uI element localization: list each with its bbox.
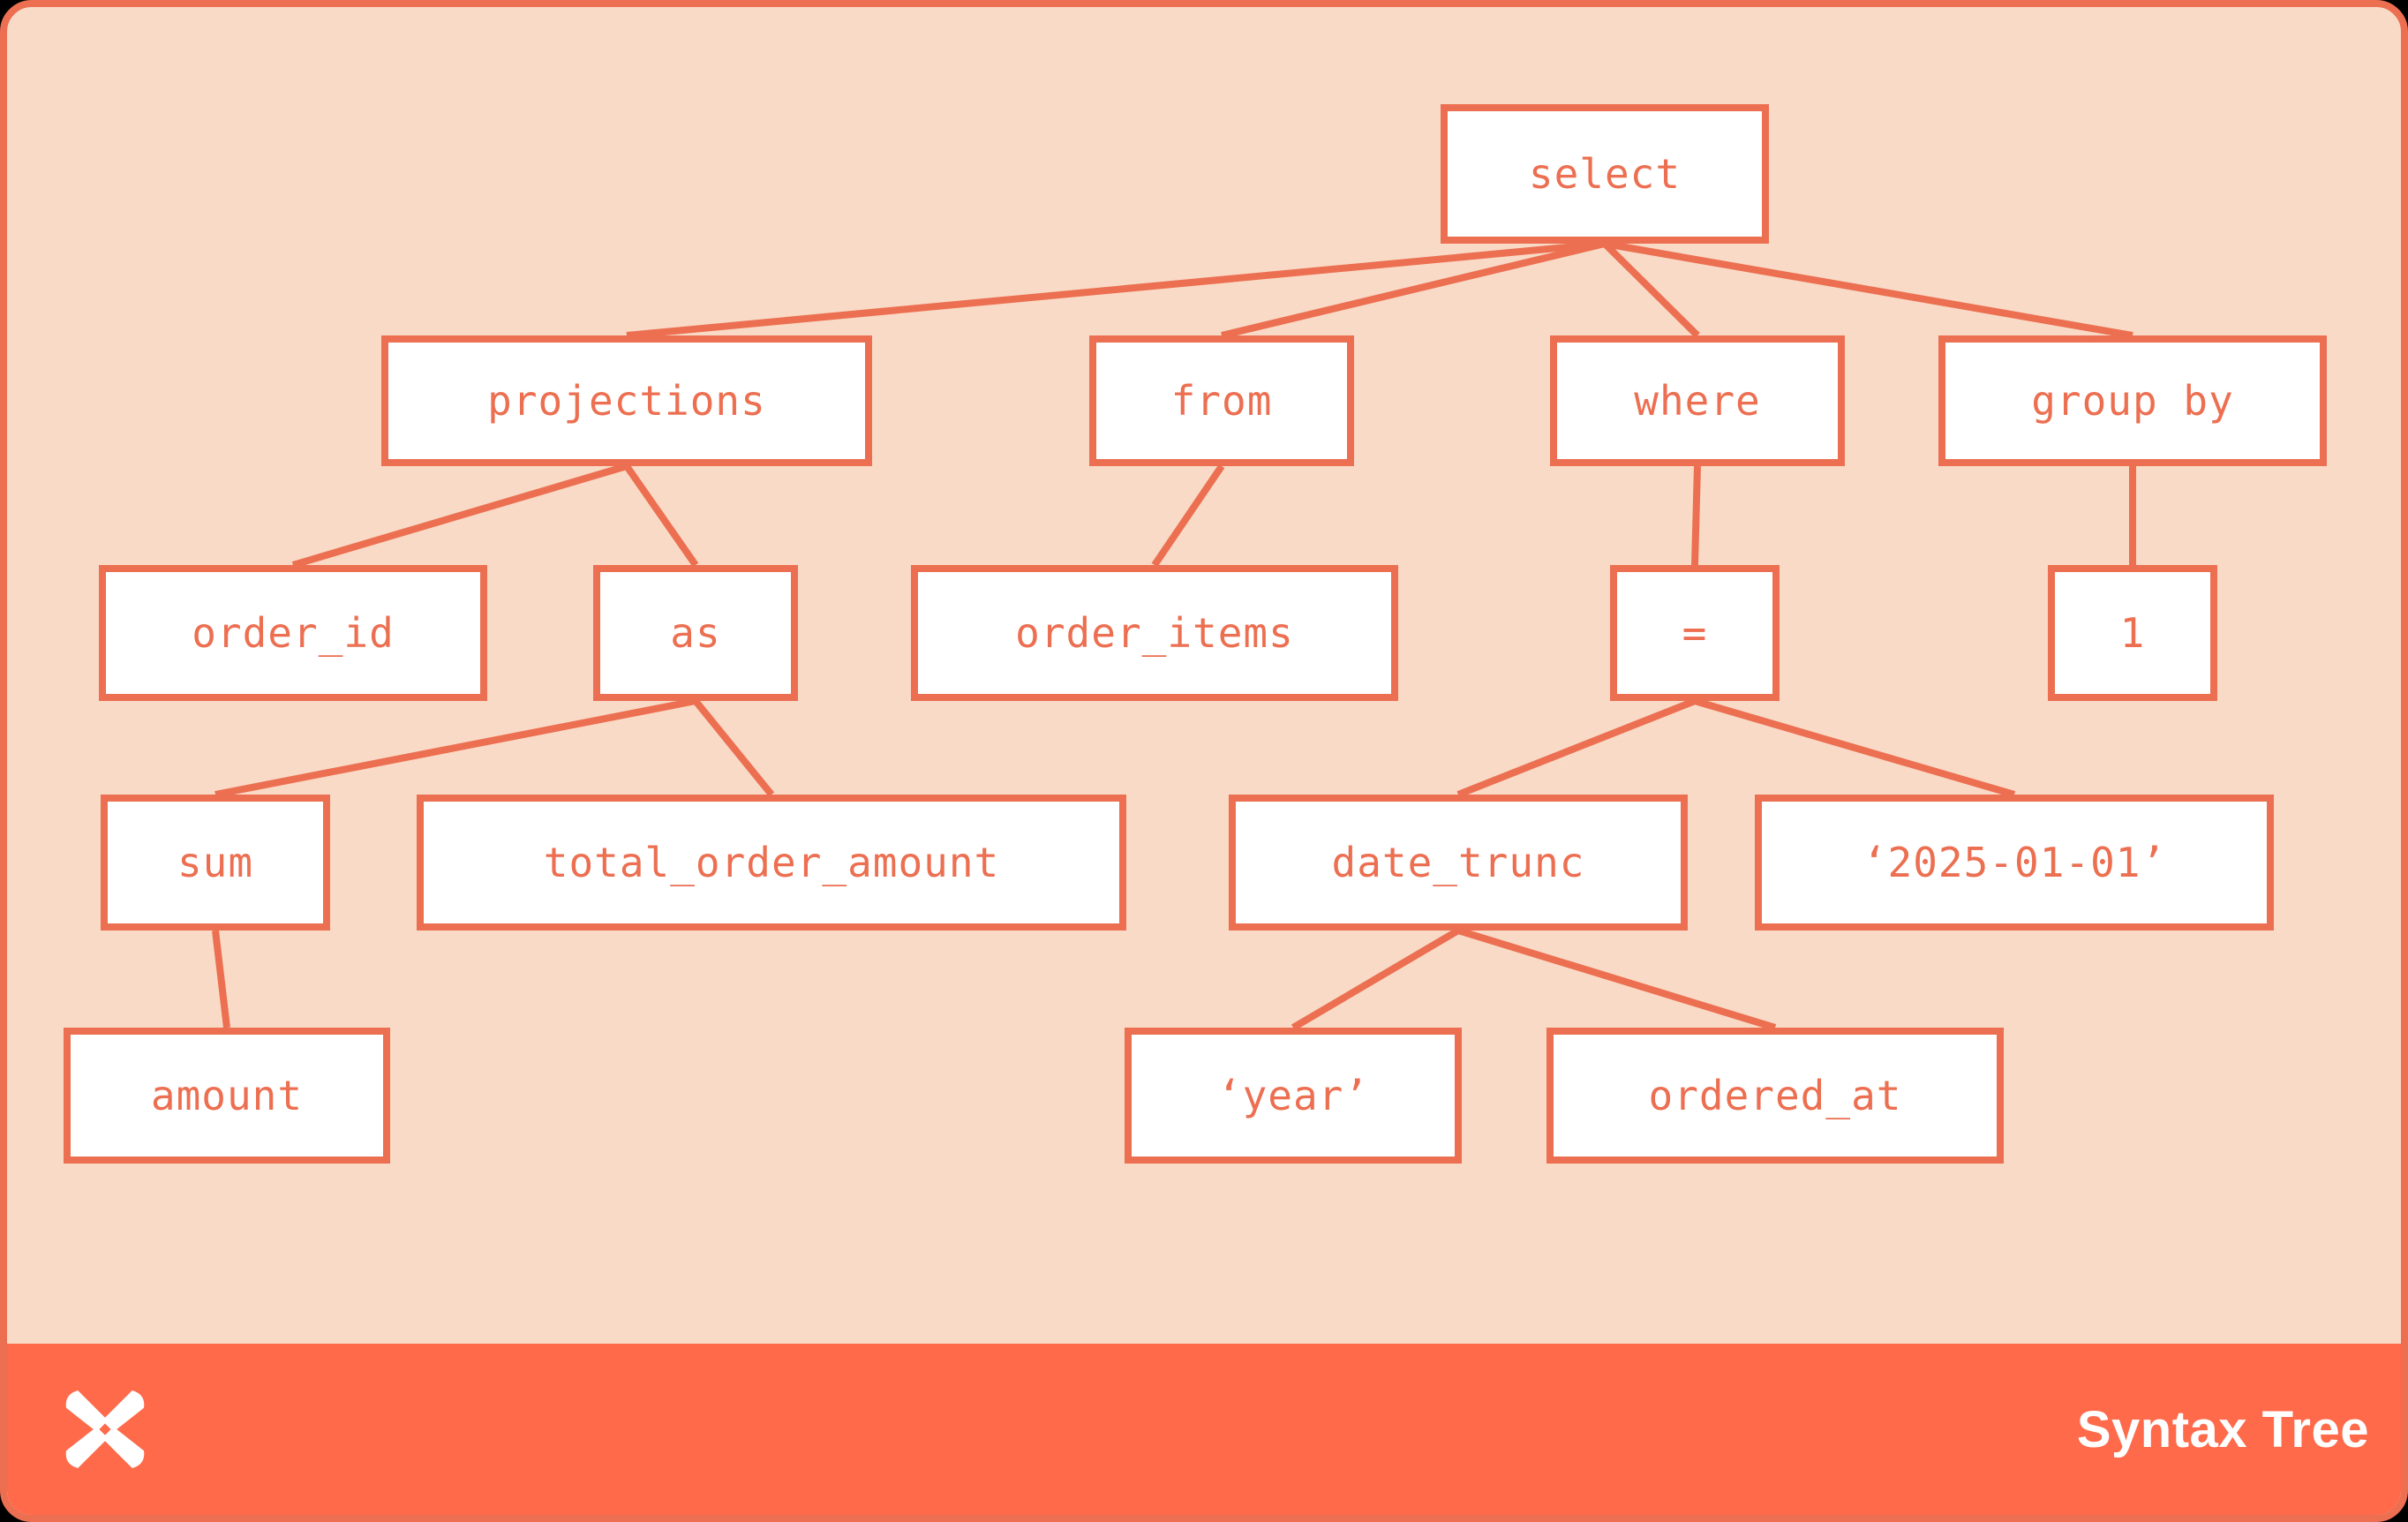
tree-node-select[interactable]: select	[1441, 104, 1769, 244]
tree-edge-eq-to-date_literal	[1693, 697, 2016, 798]
tree-node-group_by[interactable]: group by	[1938, 335, 2327, 466]
tree-edge-projections-to-order_id	[291, 463, 628, 569]
tree-node-sum[interactable]: sum	[101, 795, 330, 931]
tree-node-ordered_at[interactable]: ordered_at	[1546, 1028, 2004, 1164]
footer-bar: Syntax Tree	[7, 1344, 2401, 1515]
tree-node-label: =	[1682, 609, 1708, 657]
tree-node-label: group by	[2031, 377, 2234, 425]
syntax-tree-canvas: select projections from where group by order_…	[7, 7, 2401, 1358]
tree-node-label: amount	[150, 1072, 304, 1119]
x-star-logo-icon	[65, 1390, 145, 1468]
tree-node-label: ordered_at	[1648, 1072, 1902, 1119]
tree-node-label: order_id	[192, 609, 395, 657]
tree-edge-date_trunc-to-year_literal	[1291, 927, 1461, 1031]
tree-node-label: ‘year’	[1216, 1072, 1370, 1119]
tree-edge-eq-to-date_trunc	[1456, 697, 1697, 798]
tree-node-label: total_order_amount	[543, 839, 1000, 886]
tree-node-label: from	[1170, 377, 1273, 425]
tree-edge-as-to-total_order_amount	[692, 698, 775, 797]
tree-edge-sum-to-amount	[212, 930, 230, 1028]
tree-node-year_literal[interactable]: ‘year’	[1125, 1028, 1462, 1164]
tree-node-label: sum	[177, 839, 254, 886]
tree-node-where[interactable]: where	[1550, 335, 1845, 466]
tree-node-projections[interactable]: projections	[381, 335, 872, 466]
footer-title: Syntax Tree	[2076, 1400, 2369, 1458]
tree-node-eq[interactable]: =	[1610, 565, 1780, 701]
tree-edge-as-to-sum	[214, 697, 696, 798]
tree-edge-projections-to-as	[623, 463, 699, 568]
tree-edge-select-to-projections	[626, 240, 1606, 339]
tree-edge-where-to-eq	[1691, 465, 1701, 566]
tree-edge-select-to-from	[1221, 240, 1606, 339]
tree-node-label: ‘2025-01-01’	[1862, 839, 2167, 886]
tree-node-one[interactable]: 1	[2048, 565, 2217, 701]
tree-node-as[interactable]: as	[593, 565, 798, 701]
tree-node-label: as	[670, 609, 721, 657]
tree-node-date_trunc[interactable]: date_trunc	[1229, 795, 1688, 931]
tree-node-label: projections	[487, 377, 766, 425]
tree-node-order_id[interactable]: order_id	[99, 565, 487, 701]
tree-edge-date_trunc-to-ordered_at	[1456, 927, 1777, 1031]
tree-edge-from-to-order_items	[1151, 463, 1225, 568]
tree-edge-select-to-where	[1602, 241, 1700, 338]
tree-node-order_items[interactable]: order_items	[911, 565, 1398, 701]
tree-node-label: order_items	[1015, 609, 1294, 657]
tree-edge-select-to-group_by	[1604, 240, 2133, 339]
tree-node-label: date_trunc	[1331, 839, 1585, 886]
tree-node-label: where	[1634, 377, 1761, 425]
tree-node-label: 1	[2119, 609, 2146, 657]
tree-node-total_order_amount[interactable]: total_order_amount	[417, 795, 1126, 931]
tree-node-label: select	[1528, 150, 1682, 198]
tree-node-amount[interactable]: amount	[64, 1028, 390, 1164]
tree-node-date_literal[interactable]: ‘2025-01-01’	[1755, 795, 2274, 931]
tree-node-from[interactable]: from	[1089, 335, 1354, 466]
